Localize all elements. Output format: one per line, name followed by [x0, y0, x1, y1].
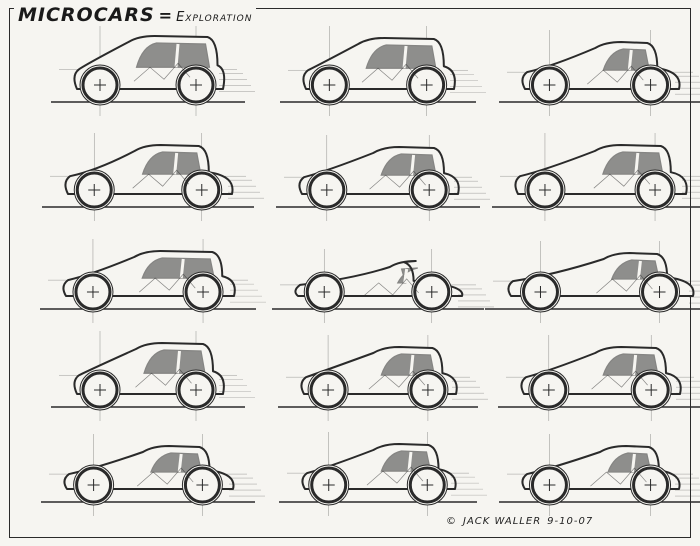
car-sketch-r5-c2: [279, 432, 487, 516]
car-sketch-r4-c2: [278, 335, 488, 421]
sketch-date: 9-10-07: [547, 516, 594, 527]
car-sketch-r4-c1: [51, 331, 255, 421]
artist-name: JACK WALLER: [463, 516, 542, 527]
car-sketch-r3-c1: [40, 239, 266, 323]
title-main: MICROCARS: [18, 4, 155, 26]
car-sketch-r5-c1: [41, 434, 265, 516]
car-sketch-r2-c1: [42, 133, 264, 221]
car-sketch-r1-c1: [51, 24, 255, 116]
title-separator: =: [158, 6, 173, 25]
sheet-border: [9, 8, 691, 538]
car-sketch-r2-c2: [276, 135, 490, 221]
car-sketch-r3-c3: [485, 241, 700, 323]
artist-signature: © JACK WALLER 9-10-07: [446, 516, 599, 527]
copyright-mark: ©: [446, 516, 457, 527]
sheet-title: MICROCARS=Exploration: [14, 4, 257, 26]
car-sketch-r3-c2: [272, 249, 494, 323]
car-sketch-r4-c3: [498, 335, 700, 421]
car-sketch-r1-c3: [499, 30, 700, 116]
car-sketch-r1-c2: [280, 26, 486, 116]
car-sketch-r5-c3: [499, 434, 700, 516]
car-sketch-r2-c3: [492, 133, 700, 221]
title-sub: Exploration: [176, 10, 253, 25]
